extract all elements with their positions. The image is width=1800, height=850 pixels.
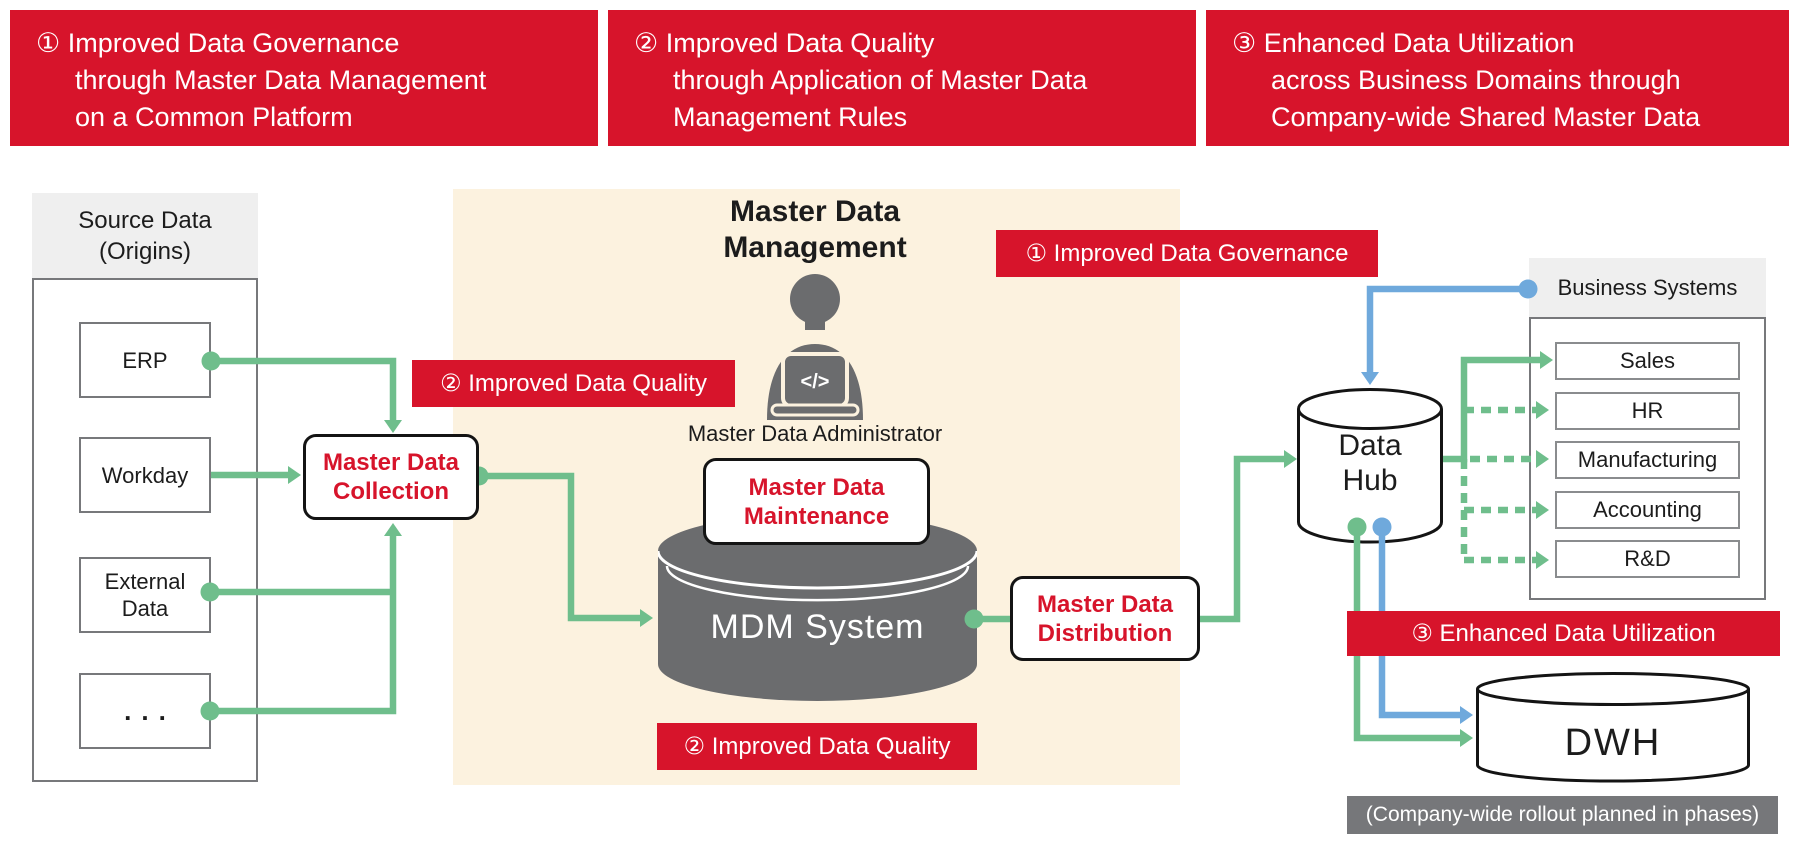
benefit-banner-utilization: ③ Enhanced Data Utilization across Busin… [1206, 10, 1789, 146]
governance-badge: ① Improved Data Governance [996, 230, 1378, 277]
source-item-label: External Data [104, 569, 186, 621]
maintenance-label-line2: Maintenance [743, 502, 890, 530]
collection-label-line1: Master Data [322, 449, 460, 476]
business-system-manufacturing: Manufacturing [1555, 441, 1740, 479]
banner-line: ② Improved Data Quality [634, 28, 935, 58]
master-data-collection-box: Master Data Collection [303, 434, 479, 520]
distribution-label-line2: Distribution [1037, 619, 1173, 647]
banner-line: across Business Domains through [1271, 65, 1681, 95]
admin-label: Master Data Administrator [687, 421, 943, 446]
source-item-external-data: External Data [79, 557, 211, 633]
banner-line: Management Rules [673, 102, 908, 132]
benefit-banner-quality: ② Improved Data Quality through Applicat… [608, 10, 1196, 146]
benefit-banner-governance: ① Improved Data Governance through Maste… [10, 10, 598, 146]
source-item-erp: ERP [79, 322, 211, 398]
collection-label-line2: Collection [332, 478, 449, 505]
banner-line: through Master Data Management [75, 65, 487, 95]
source-item-label: ERP [122, 347, 168, 373]
banner-line: ③ Enhanced Data Utilization [1232, 28, 1575, 58]
mdm-system-label: MDM System [710, 608, 925, 646]
banner-line: through Application of Master Data [673, 65, 1088, 95]
maintenance-label-line1: Master Data [748, 473, 885, 501]
business-system-rnd: R&D [1555, 540, 1740, 578]
master-data-distribution-box: Master Data Distribution [1010, 576, 1200, 661]
source-data-title-line2: (Origins) [98, 237, 191, 265]
mdm-zone-title: Master Data Management [640, 194, 990, 266]
dwh-label: DWH [1564, 722, 1662, 764]
source-item-workday: Workday [79, 437, 211, 513]
distribution-label-line1: Master Data [1036, 590, 1174, 618]
banner-line: Company-wide Shared Master Data [1271, 102, 1701, 132]
quality-badge-bottom: ② Improved Data Quality [657, 723, 977, 770]
source-item-label: Workday [101, 462, 189, 488]
mdm-zone-title-line2: Management [723, 231, 907, 264]
master-data-maintenance-box: Master Data Maintenance [703, 458, 930, 545]
quality-badge-top: ② Improved Data Quality [412, 360, 735, 407]
mdm-zone-title-line1: Master Data [729, 195, 901, 228]
data-hub-label: Data Hub [1297, 428, 1443, 498]
data-hub-label-line2: Hub [1342, 464, 1398, 497]
banner-line: ① Improved Data Governance [36, 28, 400, 58]
business-systems-header: Business Systems [1529, 258, 1766, 319]
admin-person-icon: </> [767, 274, 863, 420]
source-item-others: ... [79, 673, 211, 749]
banner-line: on a Common Platform [75, 102, 353, 132]
business-system-sales: Sales [1555, 342, 1740, 380]
source-data-header: Source Data (Origins) [32, 193, 258, 280]
utilization-badge: ③ Enhanced Data Utilization [1347, 611, 1780, 656]
business-system-hr: HR [1555, 392, 1740, 430]
data-hub-cylinder [1297, 388, 1443, 544]
dwh-cylinder [1476, 672, 1750, 783]
business-system-accounting: Accounting [1555, 491, 1740, 529]
source-item-label: ... [124, 696, 176, 726]
data-hub-label-line1: Data [1338, 429, 1402, 462]
code-glyph: </> [801, 371, 830, 393]
rollout-caption: (Company-wide rollout planned in phases) [1347, 796, 1778, 834]
source-data-title-line1: Source Data [78, 206, 212, 234]
